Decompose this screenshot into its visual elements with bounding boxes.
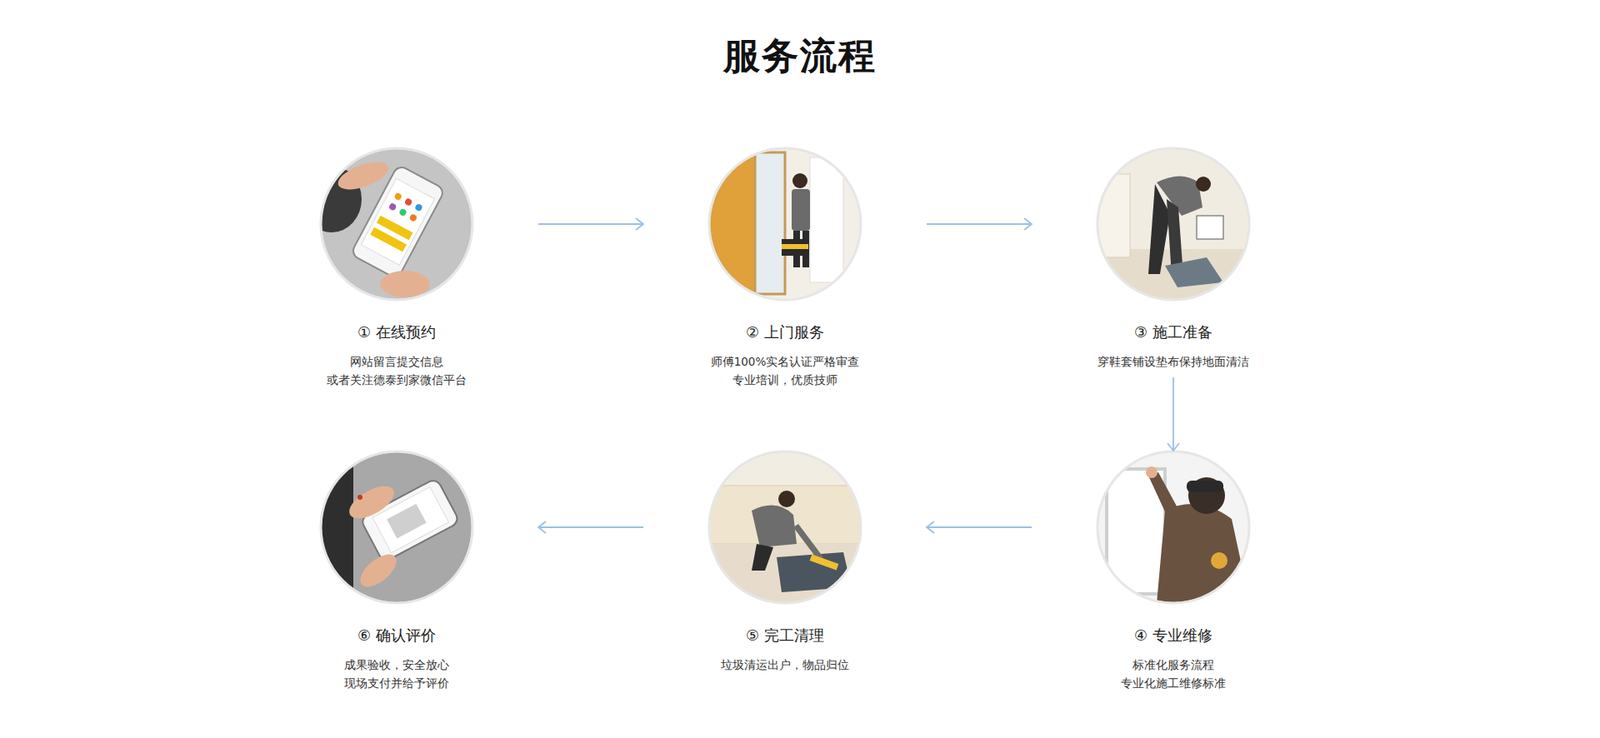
wall: [708, 147, 760, 301]
step-heading: ④ 专业维修: [1031, 625, 1315, 646]
flow-arrow: [538, 223, 644, 225]
toolbox: [781, 239, 809, 256]
hand: [334, 156, 392, 195]
step-heading: ⑤ 完工清理: [643, 625, 927, 646]
photo-visit: [708, 147, 862, 301]
photo-prepare: [1096, 147, 1250, 308]
app-icon: [393, 192, 403, 202]
photo-slot: [643, 147, 927, 301]
photo-frame: [709, 451, 861, 604]
box: [1196, 215, 1224, 240]
photo-review: [320, 450, 474, 605]
jacket: [791, 189, 810, 231]
step-node: ② 上门服务师傅100%实名认证严格审查 专业培训，优质技师: [643, 147, 927, 396]
photo-frame: [1097, 148, 1250, 300]
dark-side: [320, 450, 354, 605]
photo-ground: [1096, 147, 1250, 301]
photo-slot: [255, 450, 539, 605]
step-description: 垃圾清运出户，物品归位: [705, 655, 865, 675]
step-node: ④ 专业维修标准化服务流程 专业化施工维修标准: [1031, 450, 1315, 700]
step-heading: ② 上门服务: [643, 322, 927, 343]
flow-arrow: [1172, 377, 1175, 451]
screen-content: [386, 504, 427, 540]
tool: [810, 554, 840, 570]
logo: [1210, 552, 1228, 570]
phone-screen: [360, 178, 435, 265]
step-heading: ⑥ 确认评价: [255, 625, 539, 646]
jacket: [1156, 504, 1250, 605]
toolbox-band: [781, 244, 809, 250]
floor: [708, 544, 862, 605]
photo-frame: [320, 451, 473, 604]
step-heading: ① 在线预约: [255, 322, 539, 343]
app-icon: [404, 197, 414, 207]
door: [755, 152, 785, 295]
step-node: ① 在线预约网站留言提交信息 或者关注德泰到家微信平台: [255, 147, 539, 396]
cap: [1186, 480, 1224, 493]
app-icon: [414, 203, 424, 213]
app-icon: [388, 202, 398, 212]
photo-frame: [709, 148, 861, 300]
head: [792, 173, 808, 189]
photo-ground: [708, 450, 862, 605]
leg: [751, 544, 774, 571]
banner: [370, 227, 407, 252]
flow-arrow: [926, 526, 1032, 529]
hand: [380, 270, 430, 298]
hand: [1145, 466, 1158, 479]
photo-ground: [708, 147, 862, 301]
head: [1195, 176, 1211, 192]
doorway: [810, 157, 844, 283]
mat: [1165, 257, 1224, 288]
photo-frame: [320, 148, 473, 300]
hand: [344, 480, 400, 525]
photo-frame: [1097, 451, 1250, 604]
bracelet: [357, 495, 363, 500]
step-description: 穿鞋套铺设垫布保持地面清洁: [1094, 352, 1253, 371]
step-node: ⑤ 完工清理垃圾清运出户，物品归位: [643, 450, 927, 681]
app-icon: [398, 207, 408, 217]
flow-arrow: [926, 223, 1032, 225]
step-description: 标准化服务流程 专业化施工维修标准: [1094, 655, 1253, 693]
photo-slot: [1031, 147, 1315, 301]
arm: [1148, 472, 1180, 520]
photo-slot: [1031, 450, 1315, 605]
step-description: 师傅100%实名认证严格审查 专业培训，优质技师: [705, 352, 865, 390]
app-icon: [408, 213, 418, 223]
head: [778, 490, 795, 508]
step-description: 成果验收，安全放心 现场支付并给予评价: [317, 655, 476, 693]
leg: [1148, 184, 1170, 275]
hand: [355, 548, 403, 593]
arm: [793, 524, 824, 561]
step-node: ⑥ 确认评价成果验收，安全放心 现场支付并给予评价: [255, 450, 539, 700]
photo-repair: [1096, 450, 1250, 605]
flow-arrow: [538, 526, 644, 529]
photo-slot: [643, 450, 927, 605]
jacket: [751, 505, 797, 548]
photo-ground: [1096, 450, 1250, 605]
mat: [776, 552, 852, 593]
photo-slot: [255, 147, 539, 301]
photo-cleanup: [708, 450, 862, 605]
step-heading: ③ 施工准备: [1031, 322, 1315, 343]
title: 服务流程: [723, 31, 877, 81]
photo-ground: [320, 450, 474, 605]
photo-booking: [301, 147, 474, 301]
step-node: ③ 施工准备穿鞋套铺设垫布保持地面清洁: [1031, 147, 1315, 378]
step-description: 网站留言提交信息 或者关注德泰到家微信平台: [317, 352, 476, 390]
